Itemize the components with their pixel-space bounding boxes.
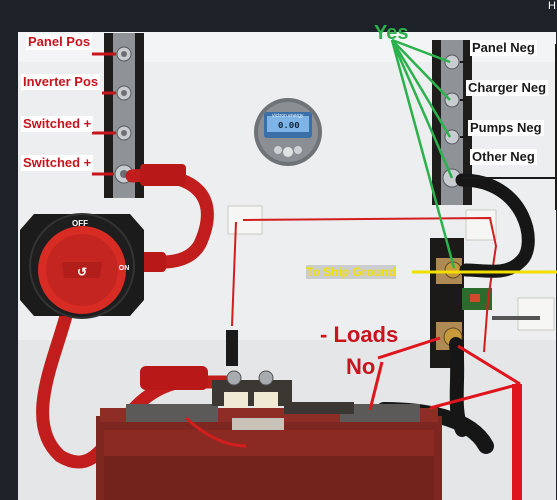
switch-on-label: ON — [119, 265, 130, 272]
label-switched-plus-1: Switched + — [21, 116, 94, 132]
label-charger-neg: Charger Neg — [466, 80, 549, 96]
no-pointer-lines — [368, 336, 521, 411]
monitor-brand-text: victron energy — [272, 113, 304, 119]
no-marker-bar — [512, 384, 522, 500]
label-pumps-neg: Pumps Neg — [468, 120, 544, 136]
battery-monitor — [254, 98, 322, 166]
label-loads: - Loads — [320, 322, 399, 347]
annotation-lines-right — [460, 44, 557, 210]
wire-clip — [517, 297, 555, 331]
svg-text:↺: ↺ — [77, 265, 87, 279]
label-other-neg: Other Neg — [470, 149, 537, 165]
label-inverter-pos: Inverter Pos — [21, 74, 101, 90]
label-switched-plus-2: Switched + — [21, 155, 94, 171]
monitor-reading: 0.00 — [278, 121, 300, 131]
label-yes: Yes — [374, 22, 409, 44]
thin-red-wire — [231, 221, 237, 327]
label-to-ship-ground: To Ship Ground — [306, 265, 396, 279]
window-corner-text: H — [548, 0, 556, 12]
annotation-lines-left — [92, 52, 116, 176]
battery-switch: ↺ OFF ON — [20, 213, 144, 319]
terminal-fuse-block — [184, 370, 292, 448]
switch-off-label: OFF — [72, 219, 88, 228]
label-no: No — [346, 354, 376, 379]
thin-red-wire — [242, 216, 498, 353]
yes-pointer-lines — [390, 38, 456, 269]
label-panel-neg: Panel Neg — [470, 40, 537, 56]
battery — [96, 402, 442, 500]
label-panel-pos: Panel Pos — [26, 34, 93, 50]
positive-cable — [36, 293, 233, 469]
